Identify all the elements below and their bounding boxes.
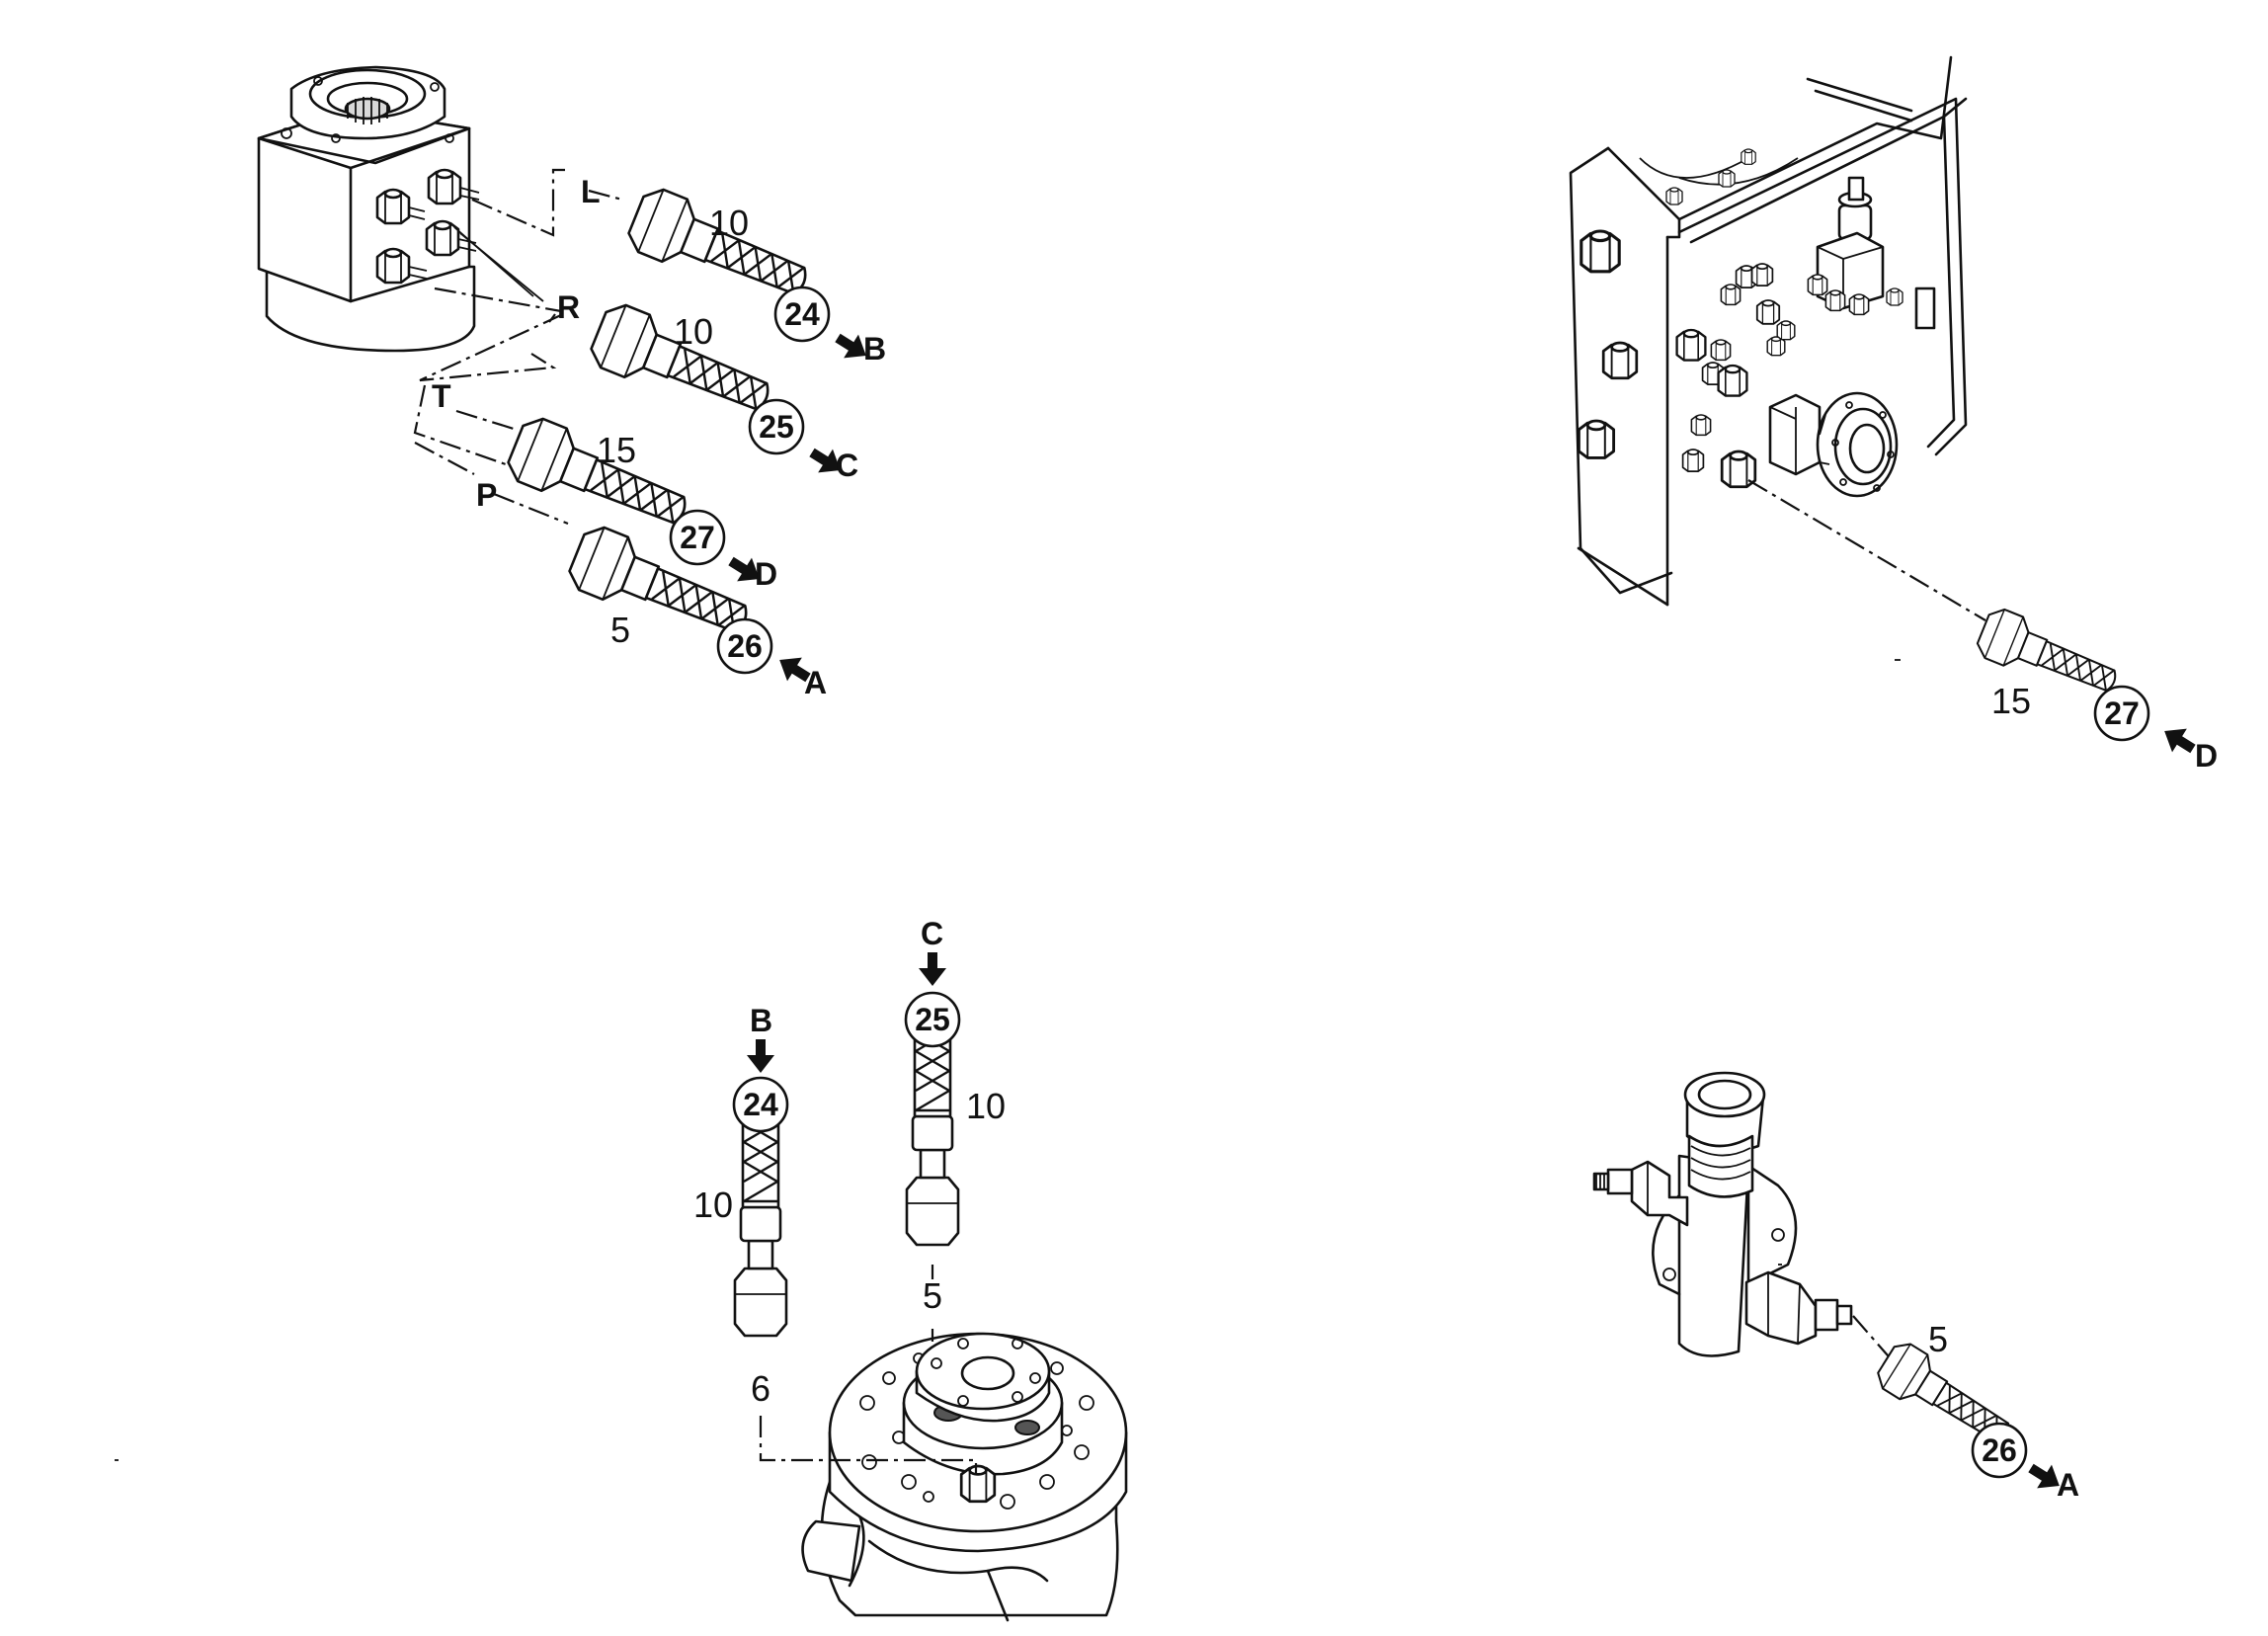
svg-text:24: 24	[743, 1087, 778, 1122]
port-label-p: P	[476, 477, 497, 513]
arrow-in-icon	[779, 657, 811, 683]
hose-fitting-b	[733, 1098, 788, 1338]
svg-text:26: 26	[727, 628, 763, 664]
svg-text:27: 27	[680, 520, 715, 555]
svg-text:25: 25	[915, 1002, 950, 1037]
port-label-t: T	[432, 378, 451, 414]
steering-cylinder-drawing	[759, 1265, 1128, 1622]
port-label-r: R	[557, 289, 580, 325]
arrow-in-icon	[2164, 728, 2196, 754]
steering-unit-drawing	[257, 65, 623, 526]
item-number-6-b: 6	[751, 1368, 770, 1409]
svg-text:27: 27	[2104, 695, 2140, 731]
direction-label-d-top: D	[755, 556, 777, 592]
item-number-10-b: 10	[693, 1185, 733, 1225]
item-number-5-valve: 5	[1928, 1319, 1948, 1359]
callout-24-cylinder: 24	[732, 1076, 789, 1133]
port-label-l: L	[581, 174, 601, 209]
direction-label-a-valve: A	[2057, 1467, 2079, 1503]
direction-label-d-tank: D	[2195, 738, 2218, 774]
item-number-10-r: 10	[674, 311, 713, 352]
callout-26-top: 26	[716, 617, 773, 675]
callout-25-top: 25	[748, 398, 805, 455]
svg-text:25: 25	[759, 409, 794, 445]
item-number-10-c: 10	[966, 1086, 1006, 1126]
callout-25-cylinder: 25	[904, 991, 961, 1048]
direction-label-c-top: C	[836, 448, 858, 483]
valve-block-housing-drawing	[1569, 55, 1986, 621]
item-number-10-l: 10	[709, 203, 749, 243]
item-number-5-p: 5	[610, 610, 630, 650]
arrow-out-icon	[2028, 1463, 2060, 1489]
arrow-out-icon	[728, 556, 760, 582]
direction-label-b-cylinder: B	[750, 1003, 772, 1038]
arrow-down-icon	[747, 1039, 774, 1073]
direction-label-a-top: A	[804, 665, 827, 700]
callout-27-top: 27	[669, 509, 726, 566]
item-number-15-t: 15	[597, 430, 636, 470]
svg-text:26: 26	[1982, 1432, 2017, 1468]
arrow-out-icon	[809, 448, 841, 473]
item-number-15-tank: 15	[1991, 681, 2031, 721]
callout-26-valve: 26	[1971, 1422, 2028, 1479]
callout-24-top: 24	[773, 286, 831, 343]
arrow-down-icon	[919, 952, 946, 986]
direction-label-b-top: B	[863, 331, 886, 367]
priority-valve-drawing	[1592, 1071, 1896, 1364]
callout-27-tank: 27	[2093, 685, 2150, 742]
direction-label-c-cylinder: C	[921, 916, 943, 951]
arrow-out-icon	[835, 333, 866, 359]
svg-text:24: 24	[784, 296, 820, 332]
item-number-5-c: 5	[923, 1275, 942, 1316]
